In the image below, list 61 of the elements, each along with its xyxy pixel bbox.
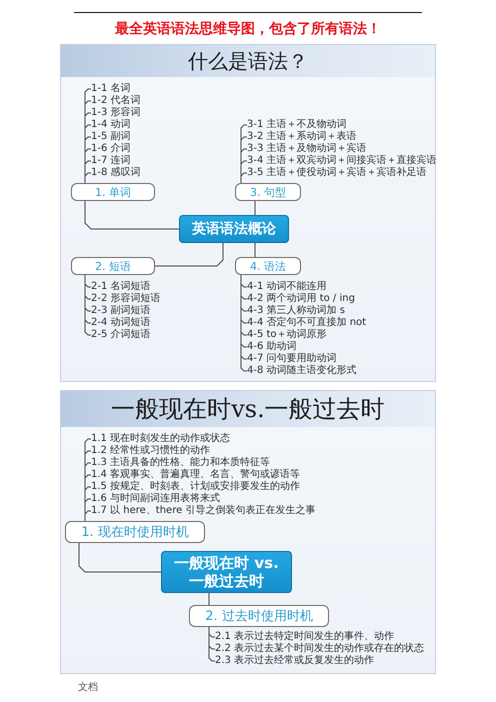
subtopic-text: 3-5 主语＋使役动词＋宾语＋宾语补足语 — [247, 167, 427, 179]
subtopic-text: 4-5 to＋动词原形 — [247, 329, 327, 341]
mind-map-panel — [60, 44, 436, 382]
subtopic-text: 2-4 动词短语 — [91, 317, 151, 329]
connector-line — [84, 172, 92, 184]
subtopic-text: 4-6 助动词 — [247, 341, 297, 353]
central-topic: 英语语法概论 — [179, 215, 289, 243]
subtopic-text: 2.1 表示过去特定时间发生的事件、动作 — [215, 631, 394, 643]
branch-topic: 1. 现在时使用时机 — [65, 521, 205, 543]
subtopic-text: 2-1 名词短语 — [91, 281, 151, 293]
subtopic-text: 2-3 副词短语 — [91, 305, 151, 317]
panel-title: 一般现在时vs.一般过去时 — [111, 396, 385, 422]
connector-line — [208, 592, 210, 606]
subtopic-text: 2.2 表示过去某个时间发生的动作或存在的状态 — [215, 643, 424, 655]
subtopic-text: 1-5 副词 — [91, 131, 131, 143]
subtopic-text: 4-2 两个动词用 to / ing — [247, 293, 355, 305]
subtopic-text: 3-1 主语＋不及物动词 — [247, 119, 347, 131]
connector-line — [84, 274, 92, 336]
subtopic-text: 2-2 形容词短语 — [91, 293, 161, 305]
subtopic-text: 4-7 问句要用助动词 — [247, 353, 337, 365]
subtopic-text: 1.1 现在时刻发生的动作或状态 — [91, 433, 230, 445]
branch-topic: 4. 语法 — [235, 257, 301, 275]
branch-topic: 3. 句型 — [235, 183, 301, 201]
footer-text: 文档 — [78, 680, 98, 694]
subtopic-text: 3-2 主语＋系动词＋表语 — [247, 131, 357, 143]
subtopic-text: 2-5 介词短语 — [91, 329, 151, 341]
connector-line — [84, 510, 92, 522]
page-title: 最全英语语法思维导图，包含了所有语法！ — [115, 20, 381, 38]
subtopic-text: 1-2 代名词 — [91, 95, 141, 107]
subtopic-text: 1-1 名词 — [91, 83, 131, 95]
subtopic-text: 1.5 按规定、时刻表、计划或安排要发生的动作 — [91, 481, 300, 493]
mind-map-panel — [60, 390, 436, 674]
connector-line — [78, 542, 162, 572]
subtopic-text: 4-3 第三人称动词加 s — [247, 305, 345, 317]
panel-title: 什么是语法？ — [188, 50, 308, 72]
connector-line — [254, 200, 256, 216]
subtopic-text: 1-7 连词 — [91, 155, 131, 167]
subtopic-text: 1-4 动词 — [91, 119, 131, 131]
subtopic-text: 1.6 与时间副词连用表将来式 — [91, 493, 220, 505]
subtopic-text: 1-8 感叹词 — [91, 167, 141, 179]
subtopic-text: 1.4 客观事实、普遍真理、名言、警句或谚语等 — [91, 469, 300, 481]
subtopic-text: 2.3 表示过去经常或反复发生的动作 — [215, 655, 374, 667]
subtopic-text: 1.2 经常性或习惯性的动作 — [91, 445, 210, 457]
subtopic-text: 4-8 动词随主语变化形式 — [247, 365, 357, 377]
subtopic-text: 1-6 介词 — [91, 143, 131, 155]
connector-line — [154, 242, 224, 266]
branch-topic: 2. 短语 — [71, 257, 155, 275]
subtopic-text: 3-4 主语＋双宾动词＋间接宾语＋直接宾语 — [247, 155, 437, 167]
subtopic-text: 1-3 形容词 — [91, 107, 141, 119]
branch-topic: 1. 单词 — [71, 183, 155, 201]
connector-line — [254, 242, 256, 258]
branch-topic: 2. 过去时使用时机 — [189, 605, 329, 627]
subtopic-text: 3-3 主语＋及物动词＋宾语 — [247, 143, 367, 155]
subtopic-text: 1.3 主语具备的性格、能力和本质特征等 — [91, 457, 270, 469]
connector-line — [208, 626, 216, 662]
subtopic-text: 4-4 否定句不可直接加 not — [247, 317, 366, 329]
connector-line — [84, 200, 180, 230]
central-topic: 一般现在时 vs.一般过去时 — [161, 551, 292, 593]
connector-line — [240, 172, 248, 184]
subtopic-text: 4-1 动词不能连用 — [247, 281, 327, 293]
subtopic-text: 1.7 以 here、there 引导之倒装句表正在发生之事 — [91, 505, 316, 517]
